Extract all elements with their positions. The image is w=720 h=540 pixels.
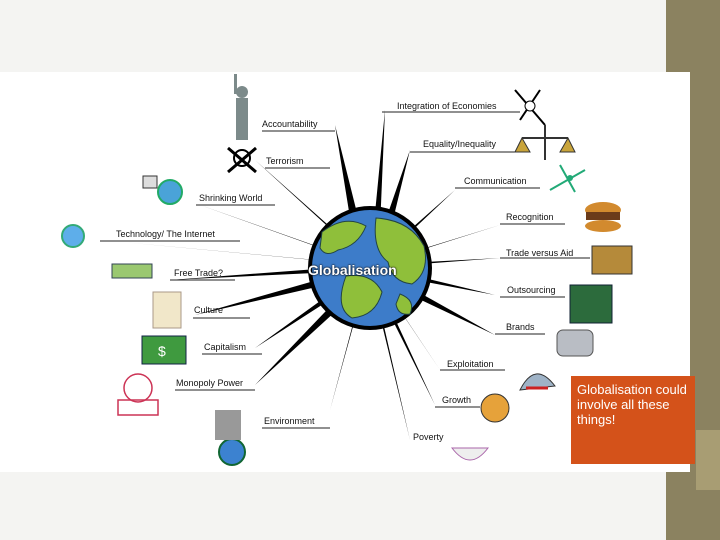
side-bar-notch bbox=[696, 430, 720, 490]
internet-globe-icon bbox=[61, 224, 85, 248]
label-trade-versus-aid: Trade versus Aid bbox=[506, 248, 574, 258]
scroll-icon bbox=[152, 291, 182, 329]
tiger-icon bbox=[480, 393, 510, 423]
label-exploitation: Exploitation bbox=[447, 359, 494, 369]
burger-icon bbox=[585, 202, 621, 232]
label-culture: Culture bbox=[194, 305, 224, 315]
label-monopoly-power: Monopoly Power bbox=[176, 378, 244, 388]
label-accountability: Accountability bbox=[262, 119, 318, 129]
label-underlines bbox=[100, 111, 590, 429]
label-capitalism: Capitalism bbox=[204, 342, 247, 352]
label-recognition: Recognition bbox=[506, 212, 554, 222]
label-integration-of-economies: Integration of Economies bbox=[397, 101, 497, 111]
scales-icon bbox=[514, 125, 576, 160]
globe-icon bbox=[308, 206, 432, 330]
label-technology-internet: Technology/ The Internet bbox=[116, 229, 215, 239]
people-globe-icon bbox=[117, 373, 159, 416]
game-controller-icon bbox=[556, 329, 594, 357]
dollar-bill-icon: $ bbox=[141, 335, 187, 365]
circuit-board-icon bbox=[569, 284, 613, 324]
label-free-trade: Free Trade? bbox=[174, 268, 224, 278]
label-poverty: Poverty bbox=[413, 432, 444, 442]
label-growth: Growth bbox=[442, 395, 472, 405]
computer-globe-icon bbox=[142, 175, 183, 205]
shark-icon bbox=[519, 373, 556, 391]
skull-crossbones-icon bbox=[227, 146, 257, 174]
bank-building-icon bbox=[591, 245, 633, 275]
label-environment: Environment bbox=[264, 416, 315, 426]
label-outsourcing: Outsourcing bbox=[507, 285, 556, 295]
label-shrinking-world: Shrinking World bbox=[199, 193, 263, 203]
money-handshake-icon bbox=[111, 263, 153, 279]
note-box: Globalisation could involve all these th… bbox=[571, 376, 695, 464]
label-equality-inequality: Equality/Inequality bbox=[423, 139, 497, 149]
label-communication: Communication bbox=[464, 176, 527, 186]
earth-elephant-icon bbox=[215, 410, 246, 466]
rice-bowl-icon bbox=[450, 447, 490, 461]
svg-text:$: $ bbox=[158, 343, 166, 359]
label-brands: Brands bbox=[506, 322, 535, 332]
satellite-icon bbox=[549, 164, 586, 193]
center-title: Globalisation bbox=[308, 262, 397, 278]
statue-of-liberty-icon bbox=[234, 74, 248, 140]
label-terrorism: Terrorism bbox=[266, 156, 304, 166]
network-icon bbox=[514, 89, 546, 126]
